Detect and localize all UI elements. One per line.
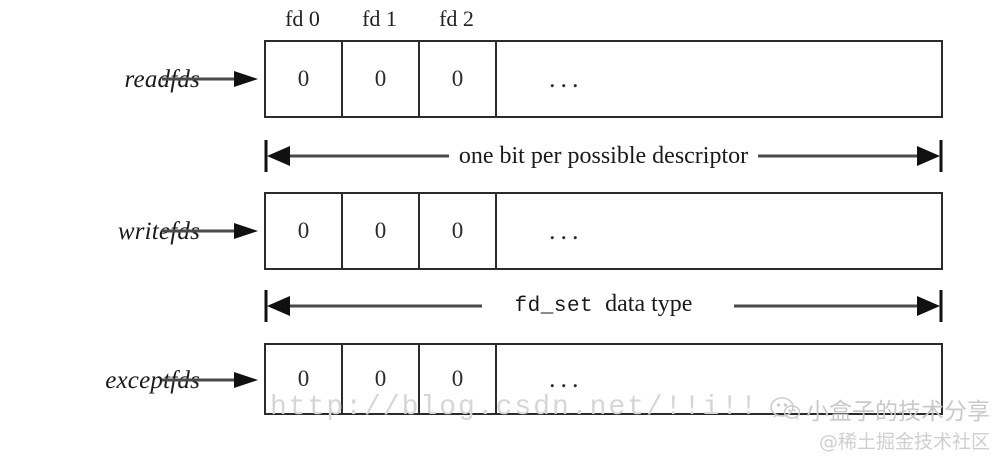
annotation-one-bit-per-descriptor: one bit per possible descriptor [264,138,943,178]
watermark-account-name: 小盒子的技术分享 [806,399,990,425]
fd-cell-readfds-2: 0 [420,42,497,116]
wechat-icon [770,397,800,420]
fd-cell-exceptfds-2: 0 [420,345,497,413]
pointer-arrow-readfds [162,71,258,87]
fd-cell-readfds-0: 0 [266,42,343,116]
fd-cell-writefds-2: 0 [420,194,497,268]
fdset-box-readfds: 0 0 0 ... [264,40,943,118]
fd-cell-readfds-ellipsis: ... [549,64,584,93]
annotation-label-2: fd_set data type [504,288,703,323]
fd-column-caption-0: fd 0 [285,6,320,31]
fd-column-caption-2: fd 2 [439,6,474,31]
annotation-label-1: one bit per possible descriptor [448,140,759,172]
annotation-label-2-mono: fd_set [514,295,594,318]
annotation-label-2-serif: data type [605,291,693,317]
fd-cell-writefds-ellipsis: ... [549,216,584,245]
pointer-arrow-writefds [162,223,258,239]
annotation-fd-set-data-type: fd_set data type [264,288,943,328]
double-headed-arrow-2 [264,290,943,322]
fd-cell-writefds-1: 0 [343,194,420,268]
fd-cell-writefds-0: 0 [266,194,343,268]
pointer-arrow-exceptfds [162,372,258,388]
watermark-account-line: 小盒子的技术分享 [770,392,990,426]
fdset-box-writefds: 0 0 0 ... [264,192,943,270]
fd-cell-exceptfds-0: 0 [266,345,343,413]
fd-cell-exceptfds-ellipsis: ... [549,364,584,393]
watermark-url: http://blog.csdn.net/!!i!! [270,392,759,423]
watermark-community: @稀土掘金技术社区 [818,431,990,453]
watermark-badge: 小盒子的技术分享 @稀土掘金技术社区 [770,392,990,454]
fd-column-caption-1: fd 1 [362,6,397,31]
fdset-box-exceptfds: 0 0 0 ... [264,343,943,415]
fd-cell-readfds-1: 0 [343,42,420,116]
fd-cell-exceptfds-1: 0 [343,345,420,413]
